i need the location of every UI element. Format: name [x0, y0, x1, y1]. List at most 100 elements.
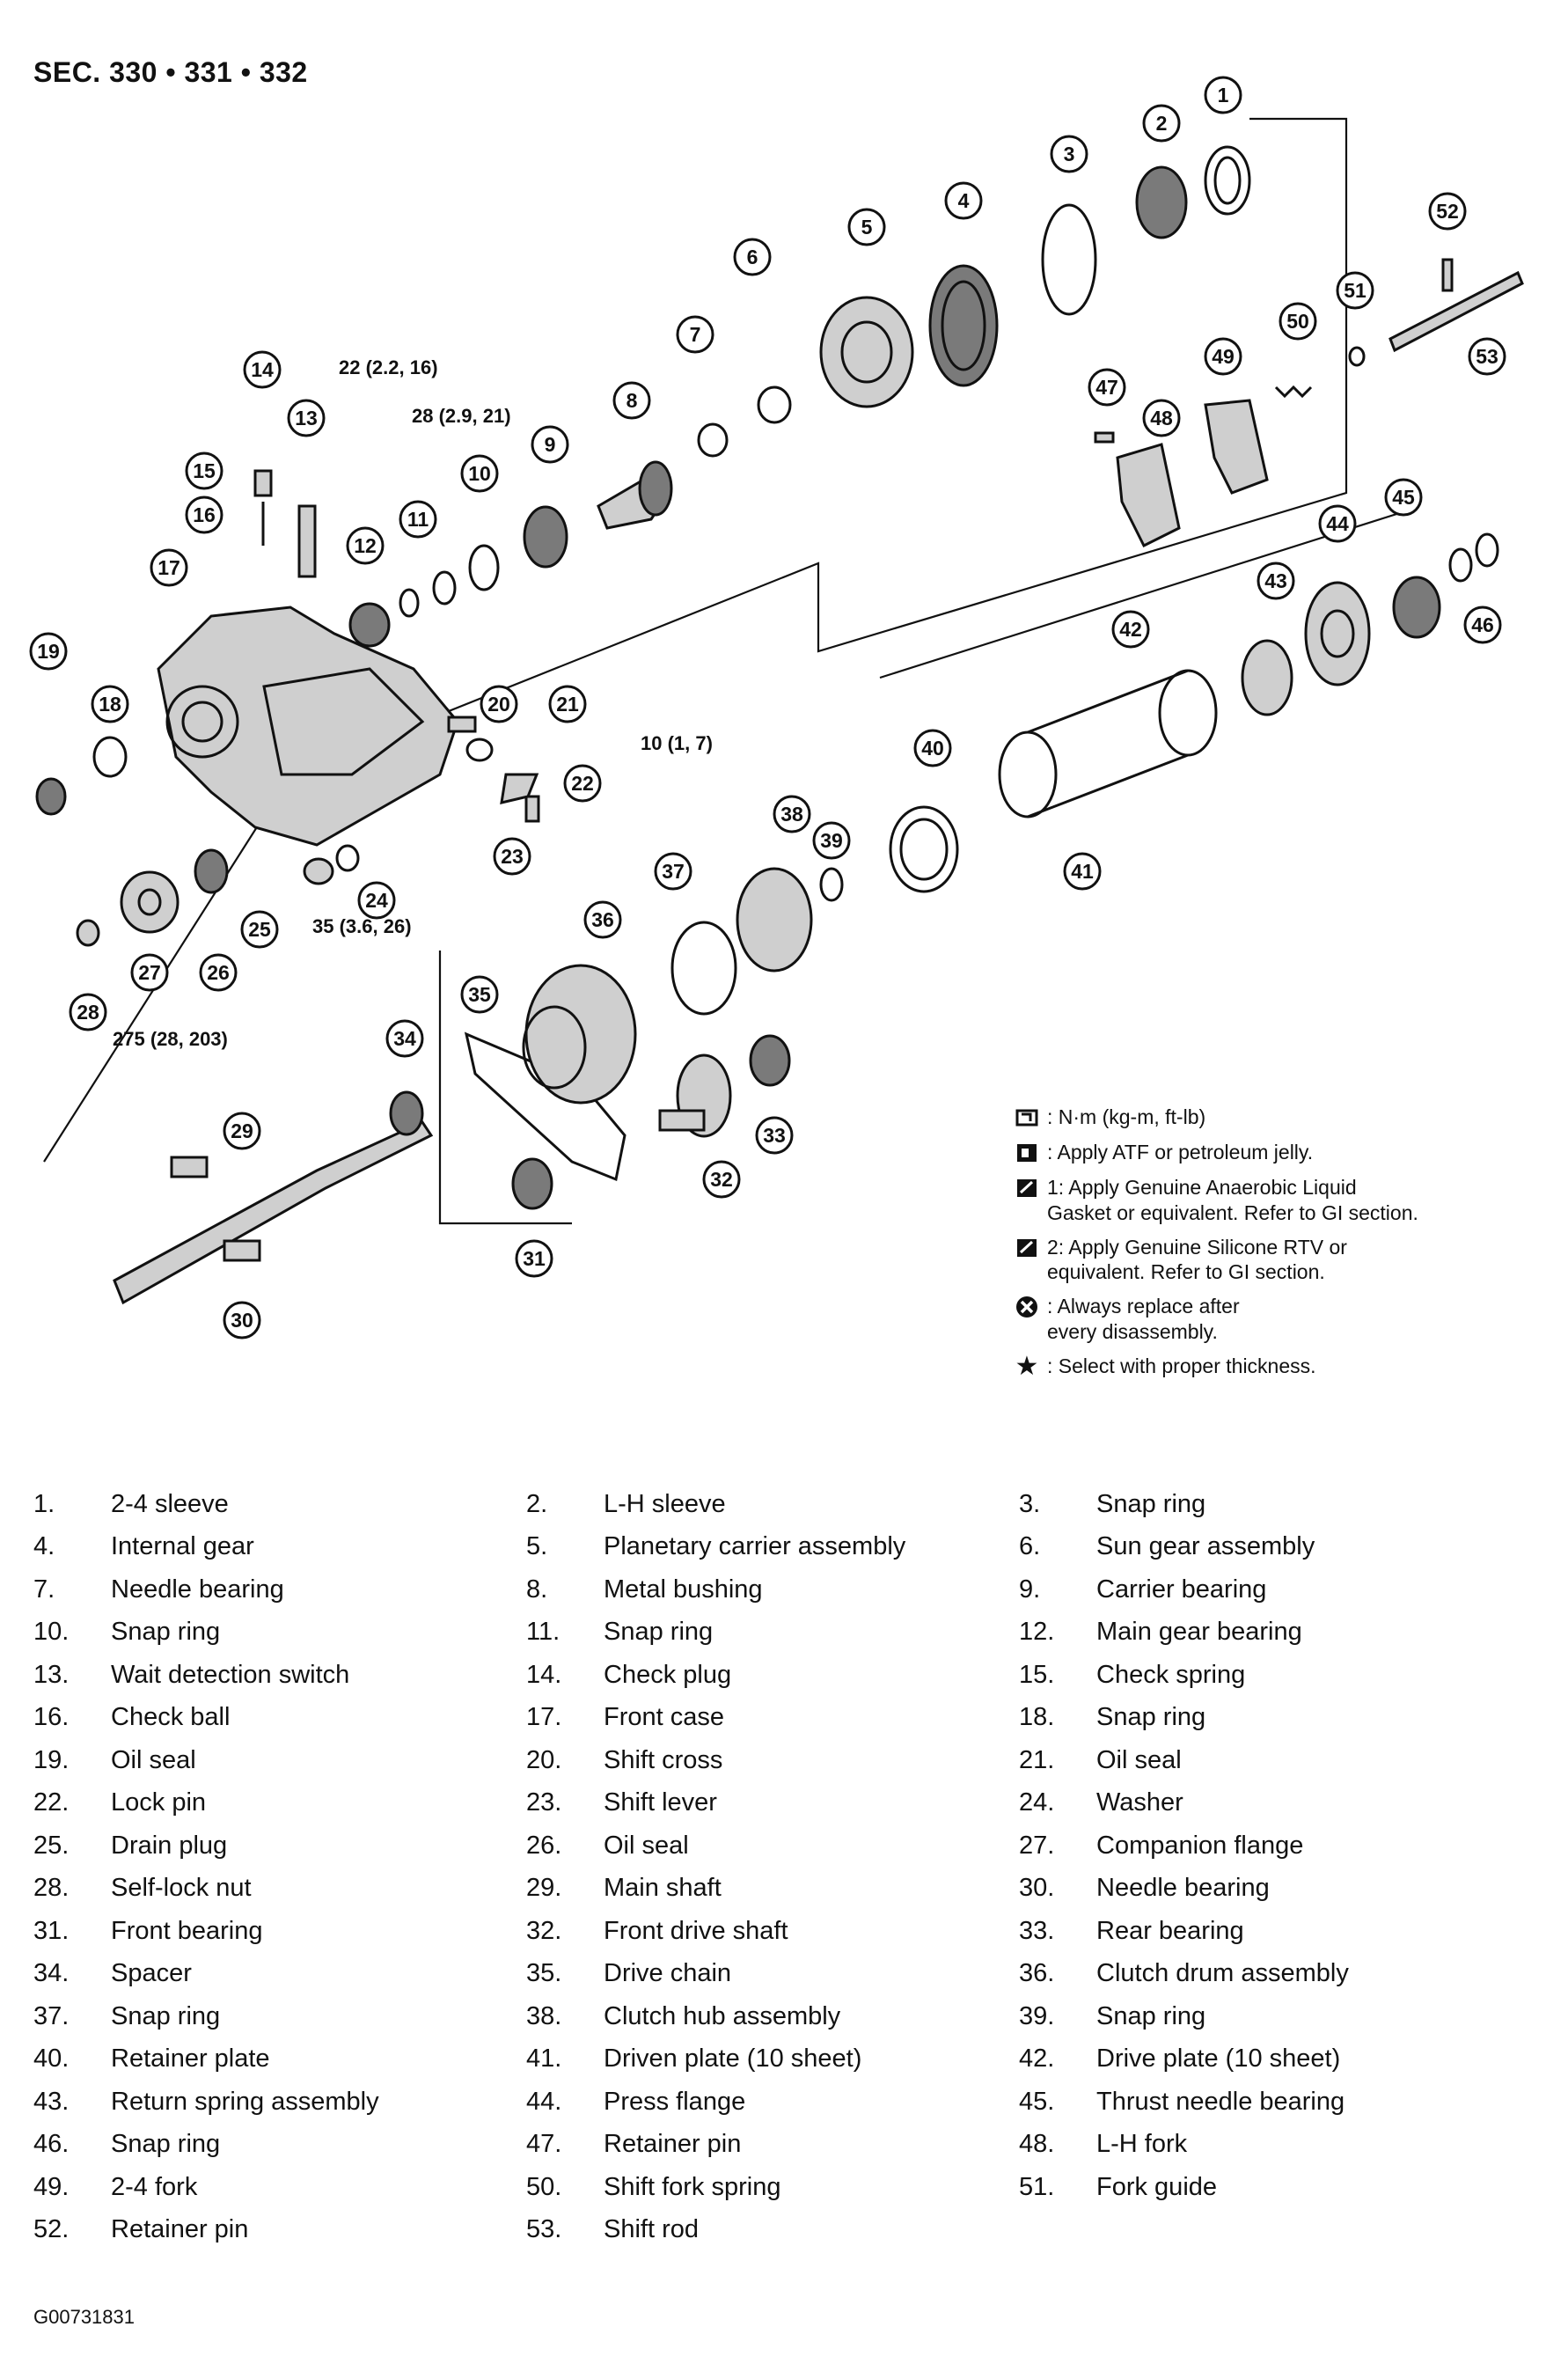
svg-text:31: 31	[523, 1247, 546, 1270]
svg-text:38: 38	[780, 803, 803, 826]
part-name: Oil seal	[604, 1831, 689, 1860]
part-name: Needle bearing	[111, 1575, 284, 1604]
svg-text:21: 21	[556, 693, 579, 716]
part-number: 9.	[1019, 1575, 1041, 1604]
list-item: 25.Drain plug	[33, 1824, 526, 1868]
part-name: Rear bearing	[1096, 1916, 1244, 1945]
part-number: 15.	[1019, 1660, 1055, 1689]
star-icon: ★	[1015, 1351, 1039, 1381]
part-name: Front case	[604, 1703, 724, 1732]
callout-15: 15	[185, 451, 223, 490]
part-name: Retainer pin	[111, 2215, 249, 2244]
part-number: 42.	[1019, 2044, 1055, 2074]
part-number: 24.	[1019, 1788, 1055, 1817]
svg-text:44: 44	[1326, 512, 1349, 535]
part-name: Snap ring	[111, 2130, 221, 2159]
svg-text:17: 17	[158, 556, 180, 579]
list-item: 43.Return spring assembly	[33, 2081, 526, 2124]
part-number: 32.	[526, 1916, 562, 1945]
legend-select: ★ : Select with proper thickness.	[1012, 1351, 1540, 1381]
svg-text:28: 28	[77, 1001, 99, 1024]
sealant-icon	[1012, 1175, 1042, 1201]
list-item: 18.Snap ring	[1019, 1697, 1512, 1740]
svg-text:50: 50	[1286, 310, 1309, 333]
part-number: 27.	[1019, 1831, 1055, 1860]
part-name: Drive plate (10 sheet)	[1096, 2044, 1341, 2074]
list-item: 1.2-4 sleeve	[33, 1483, 526, 1526]
callout-36: 36	[583, 900, 622, 939]
list-item: 4.Internal gear	[33, 1526, 526, 1569]
list-item: 17. Front case	[526, 1697, 1019, 1740]
part-drawing-38	[736, 867, 813, 973]
part-name: 2-4 sleeve	[111, 1489, 229, 1518]
callout-52: 52	[1428, 192, 1467, 231]
callout-45: 45	[1384, 478, 1423, 517]
part-number: 17.	[526, 1703, 562, 1732]
list-item: 6.Sun gear assembly	[1019, 1526, 1512, 1569]
legend-replace: : Always replace after every disassembly…	[1012, 1294, 1540, 1345]
part-name: Shift cross	[604, 1745, 723, 1774]
part-drawing-39	[819, 867, 844, 902]
front-case-drawing	[157, 606, 459, 847]
part-name: Self-lock nut	[111, 1874, 252, 1903]
part-name: Shift fork spring	[604, 2172, 781, 2201]
part-number: 34.	[33, 1959, 70, 1988]
svg-text:49: 49	[1212, 345, 1235, 368]
list-item: 46.Snap ring	[33, 2124, 526, 2167]
part-name: Planetary carrier assembly	[604, 1532, 906, 1561]
svg-text:8: 8	[626, 389, 638, 412]
svg-text:13: 13	[295, 407, 318, 429]
callout-42: 42	[1111, 610, 1150, 649]
section-title: SEC. 330 • 331 • 332	[33, 56, 308, 88]
part-name: Thrust needle bearing	[1096, 2087, 1345, 2116]
list-item: 35.Drive chain	[526, 1953, 1019, 1996]
svg-text:4: 4	[958, 189, 970, 212]
part-name: Main shaft	[604, 1874, 722, 1903]
svg-text:46: 46	[1471, 613, 1494, 636]
list-item: 14.Check plug	[526, 1654, 1019, 1697]
list-item: 16.Check ball	[33, 1697, 526, 1740]
part-number: 30.	[1019, 1874, 1055, 1903]
callout-44: 44	[1318, 504, 1357, 543]
part-name: Check spring	[1096, 1660, 1246, 1689]
torque-spec-20: 10 (1, 7)	[641, 732, 713, 754]
part-number: 44.	[526, 2087, 562, 2116]
part-name: Oil seal	[1096, 1745, 1182, 1774]
callout-24: 24	[357, 881, 396, 920]
list-item: 21.Oil seal	[1019, 1739, 1512, 1782]
svg-text:39: 39	[820, 829, 843, 852]
list-item: 5.Planetary carrier assembly	[526, 1526, 1019, 1569]
callout-38: 38	[773, 795, 811, 833]
part-drawing-47	[1094, 431, 1115, 444]
list-item: 13.Wait detection switch	[33, 1654, 526, 1697]
part-number: 23.	[526, 1788, 562, 1817]
part-number: 51.	[1019, 2172, 1055, 2201]
list-item: 42. Drive plate (10 sheet)	[1019, 2038, 1512, 2081]
callout-8: 8	[612, 381, 651, 420]
svg-text:24: 24	[365, 889, 388, 912]
svg-text:43: 43	[1264, 569, 1287, 592]
callout-49: 49	[1204, 337, 1242, 376]
callout-4: 4	[944, 181, 983, 220]
part-drawing-27	[120, 870, 180, 934]
part-name: Driven plate (10 sheet)	[604, 2044, 862, 2074]
part-name: Retainer plate	[111, 2044, 270, 2074]
list-item: 37.Snap ring	[33, 1995, 526, 2038]
part-number: 52.	[33, 2215, 70, 2244]
part-number: 2.	[526, 1489, 548, 1518]
part-name: Internal gear	[111, 1532, 254, 1561]
part-name: Drive chain	[604, 1959, 732, 1988]
callout-32: 32	[702, 1160, 741, 1199]
callout-25: 25	[240, 910, 279, 949]
svg-text:10: 10	[468, 462, 491, 485]
part-number: 10.	[33, 1618, 70, 1647]
part-name: Main gear bearing	[1096, 1618, 1302, 1647]
part-number: 41.	[526, 2044, 562, 2074]
part-name: Lock pin	[111, 1788, 207, 1817]
part-drawing-19	[35, 777, 67, 816]
list-item: 26.Oil seal	[526, 1824, 1019, 1868]
part-number: 12.	[1019, 1618, 1055, 1647]
part-drawing-22	[524, 795, 540, 823]
part-number: 13.	[33, 1660, 70, 1689]
